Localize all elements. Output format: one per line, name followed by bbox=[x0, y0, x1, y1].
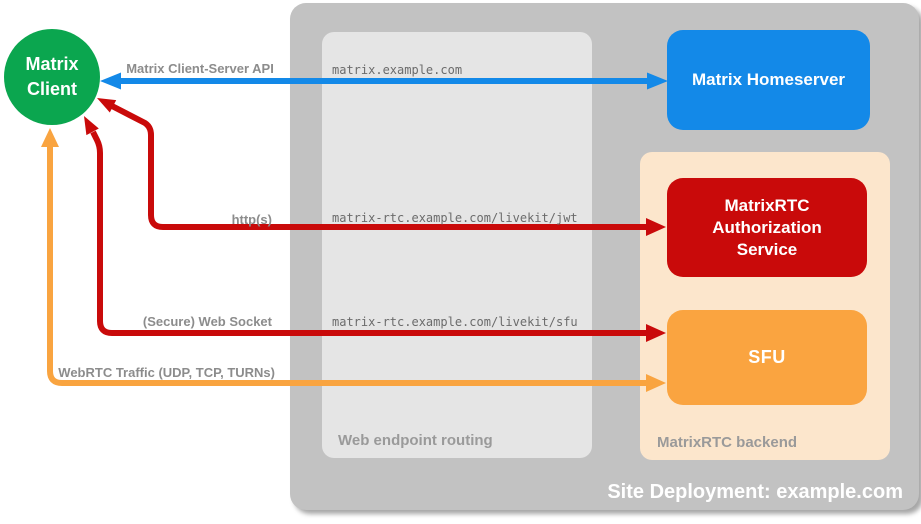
web-endpoint-routing-container: Web endpoint routing bbox=[322, 32, 592, 458]
https-arrow-label: http(s) bbox=[231, 212, 272, 227]
matrix-client-node: Matrix Client bbox=[4, 29, 100, 125]
matrixrtc-authorization-service-label: MatrixRTC Authorization Service bbox=[712, 195, 822, 259]
site-deployment-title: Site Deployment: example.com bbox=[607, 481, 903, 503]
matrix-client-label: Matrix Client bbox=[25, 54, 79, 99]
webrtc-traffic-arrow-label: WebRTC Traffic (UDP, TCP, TURNs) bbox=[58, 365, 275, 380]
matrix-homeserver-label: Matrix Homeserver bbox=[691, 70, 846, 89]
endpoint-livekit-jwt: matrix-rtc.example.com/livekit/jwt bbox=[332, 211, 578, 225]
matrixrtc-authorization-service-node: MatrixRTC Authorization Service bbox=[667, 178, 867, 277]
web-socket-arrow-label: (Secure) Web Socket bbox=[142, 314, 272, 329]
matrixrtc-backend-label: MatrixRTC backend bbox=[657, 434, 798, 451]
sfu-label: SFU bbox=[748, 347, 786, 367]
sfu-node: SFU bbox=[667, 310, 867, 405]
endpoint-livekit-sfu: matrix-rtc.example.com/livekit/sfu bbox=[332, 315, 578, 329]
web-endpoint-routing-label: Web endpoint routing bbox=[338, 432, 493, 449]
endpoint-matrix-example-com: matrix.example.com bbox=[332, 63, 463, 77]
client-server-api-arrow-label: Matrix Client-Server API bbox=[126, 61, 274, 76]
matrix-homeserver-node: Matrix Homeserver bbox=[667, 30, 870, 130]
